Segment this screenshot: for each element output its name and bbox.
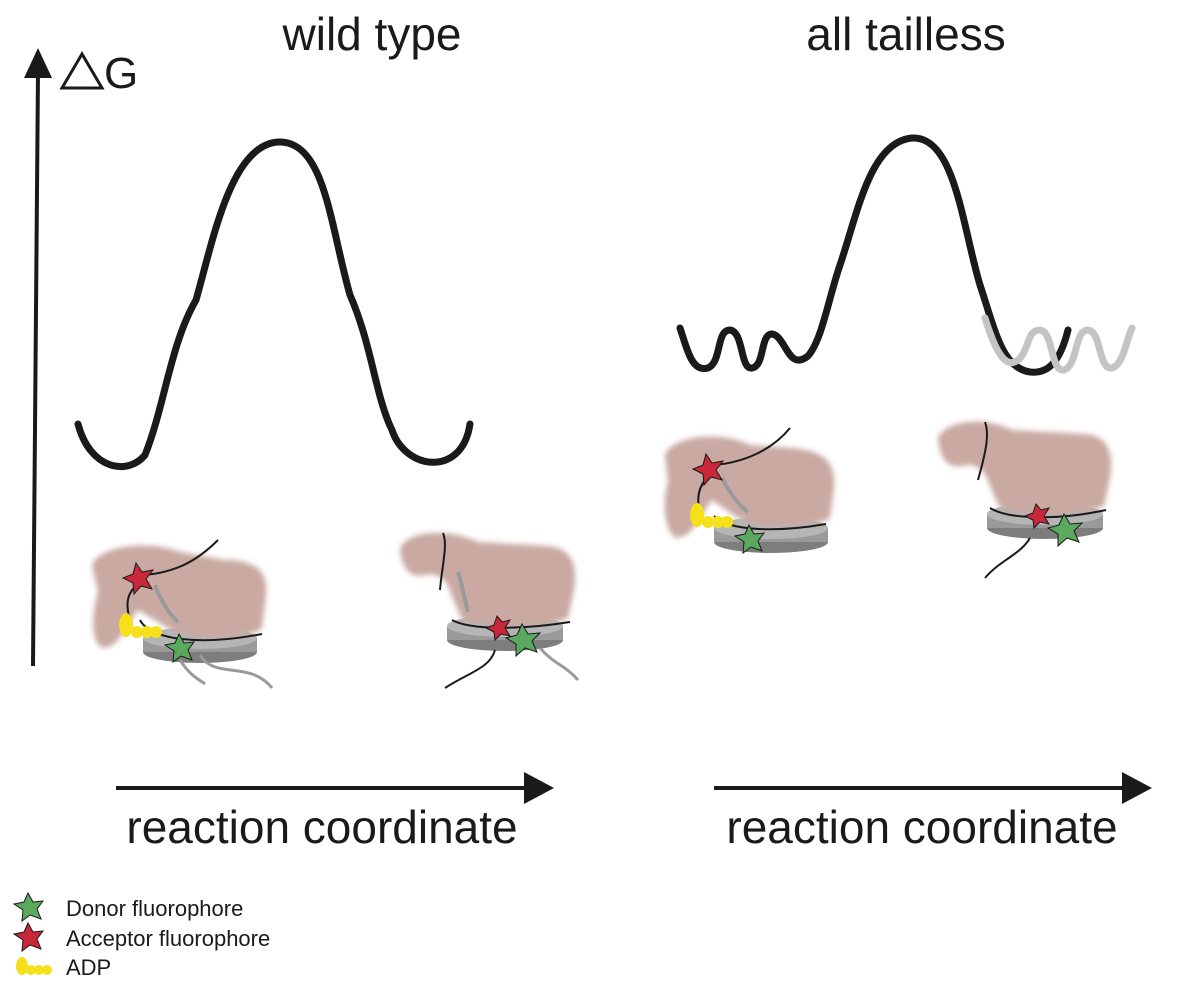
acceptor-star-icon xyxy=(1023,502,1051,530)
green-star-icon xyxy=(12,891,45,923)
chromatin-remodeler-closed-state-wt xyxy=(400,532,580,689)
chromatin-remodeler-open-state-wt xyxy=(92,539,274,689)
legend-item-adp: ADP xyxy=(16,955,111,980)
donor-star-icon xyxy=(163,632,196,664)
x-axis-arrowhead-all-tailless xyxy=(1122,772,1152,804)
x-axis-label-wild-type: reaction coordinate xyxy=(126,801,517,853)
panel-title-all-tailless: all tailless xyxy=(806,8,1005,60)
donor-star-icon xyxy=(504,622,542,658)
red-star-icon xyxy=(12,921,45,953)
energy-curve-faded-minimum xyxy=(981,314,1136,374)
y-axis-arrowhead xyxy=(24,48,52,78)
legend-item-acceptor: Acceptor fluorophore xyxy=(12,921,270,953)
adp-icon xyxy=(690,503,733,528)
delta-icon xyxy=(59,51,105,90)
acceptor-star-icon xyxy=(691,452,725,487)
legend-label-donor: Donor fluorophore xyxy=(66,896,243,921)
y-axis-label: G xyxy=(104,49,138,98)
legend-label-acceptor: Acceptor fluorophore xyxy=(66,926,270,951)
x-axis-label-all-tailless: reaction coordinate xyxy=(726,801,1117,853)
legend-label-adp: ADP xyxy=(66,955,111,980)
x-axis-arrowhead-wild-type xyxy=(524,772,554,804)
adp-icon xyxy=(119,613,162,638)
energy-curve-all-tailless xyxy=(676,134,1072,376)
chromatin-remodeler-closed-state-tailless xyxy=(938,421,1112,579)
energy-curve-wild-type xyxy=(74,138,474,471)
acceptor-star-icon xyxy=(121,561,155,596)
y-axis: G xyxy=(24,48,138,667)
legend: Donor fluorophore Acceptor fluorophore A… xyxy=(12,891,270,980)
yellow-adp-icon xyxy=(16,957,52,975)
donor-star-icon xyxy=(733,523,766,555)
legend-item-donor: Donor fluorophore xyxy=(12,891,243,923)
panel-title-wild-type: wild type xyxy=(282,8,462,60)
acceptor-star-icon xyxy=(484,614,512,642)
donor-star-icon xyxy=(1046,512,1084,548)
